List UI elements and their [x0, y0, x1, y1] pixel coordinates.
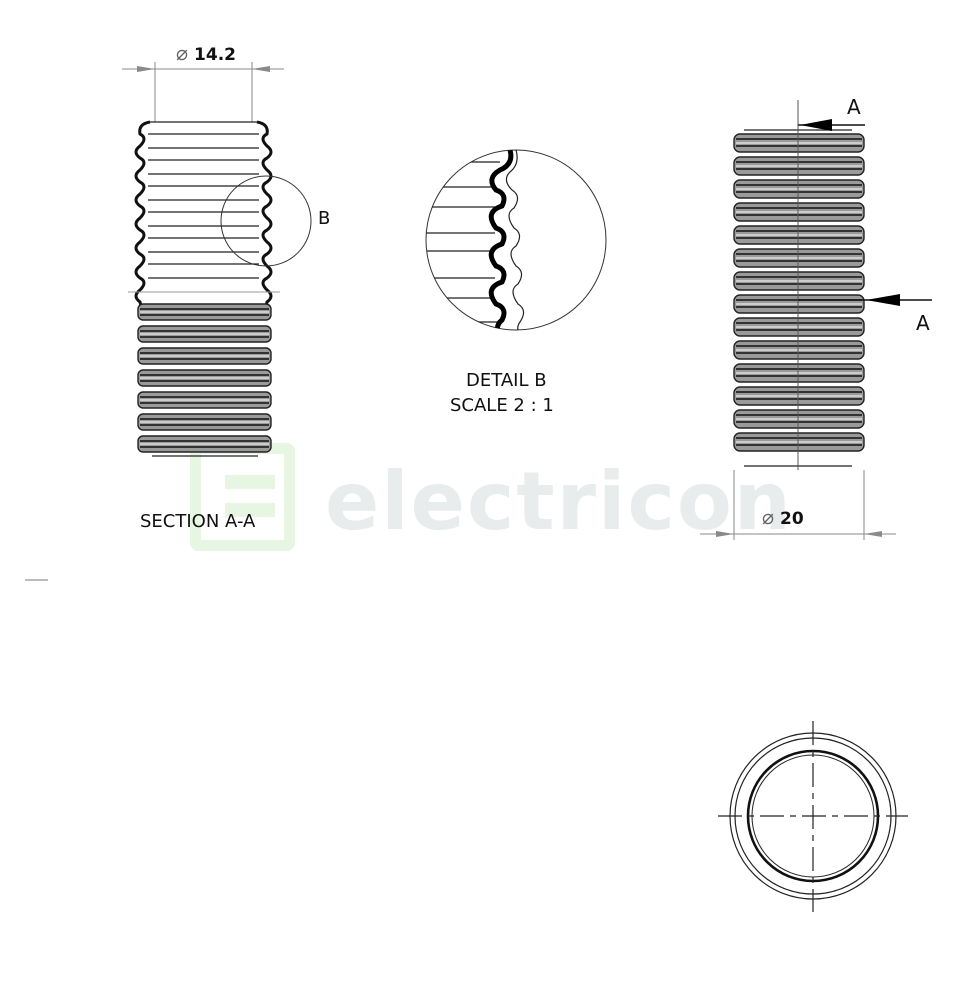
elevation-diameter-dimension: ⌀20 — [762, 507, 804, 528]
section-arrow-label-top: A — [847, 95, 861, 119]
dimension-value: 14.2 — [194, 45, 236, 65]
section-view-label: SECTION A-A — [140, 511, 256, 532]
detail-callout-label: B — [318, 208, 331, 229]
dimension-value: 20 — [780, 509, 804, 529]
detail-view-scale: SCALE 2 : 1 — [450, 395, 554, 416]
end-view — [718, 721, 908, 912]
detail-view — [425, 149, 607, 331]
elevation-view — [700, 100, 932, 540]
watermark-text: electricon — [325, 455, 793, 548]
section-diameter-dimension: ⌀14.2 — [176, 43, 236, 64]
detail-view-title: DETAIL B — [466, 370, 547, 391]
section-view — [122, 62, 312, 457]
section-arrow-label-bottom: A — [916, 311, 930, 335]
diameter-symbol-icon: ⌀ — [762, 505, 775, 529]
diameter-symbol-icon: ⌀ — [176, 41, 189, 65]
